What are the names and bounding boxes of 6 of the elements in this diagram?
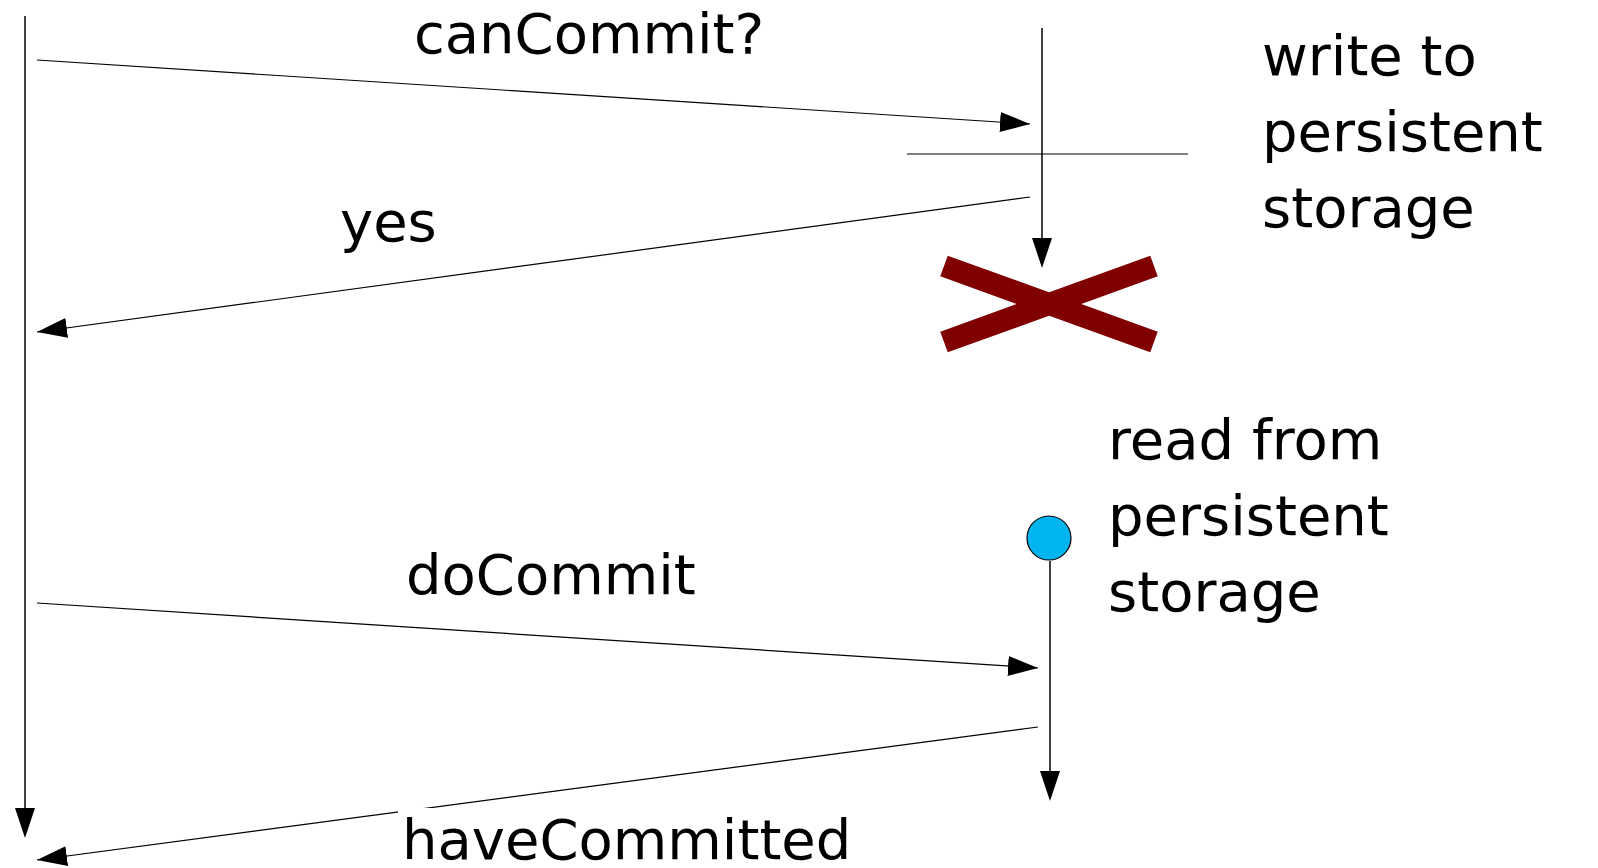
- annotation-text: read from persistent storage: [1108, 406, 1390, 626]
- message-arrow: [36, 726, 1039, 868]
- message-arrow: [36, 196, 1031, 340]
- message-arrow: [36, 602, 1039, 677]
- annotation-text: write to persistent storage: [1262, 22, 1544, 242]
- message-arrow: [36, 59, 1031, 133]
